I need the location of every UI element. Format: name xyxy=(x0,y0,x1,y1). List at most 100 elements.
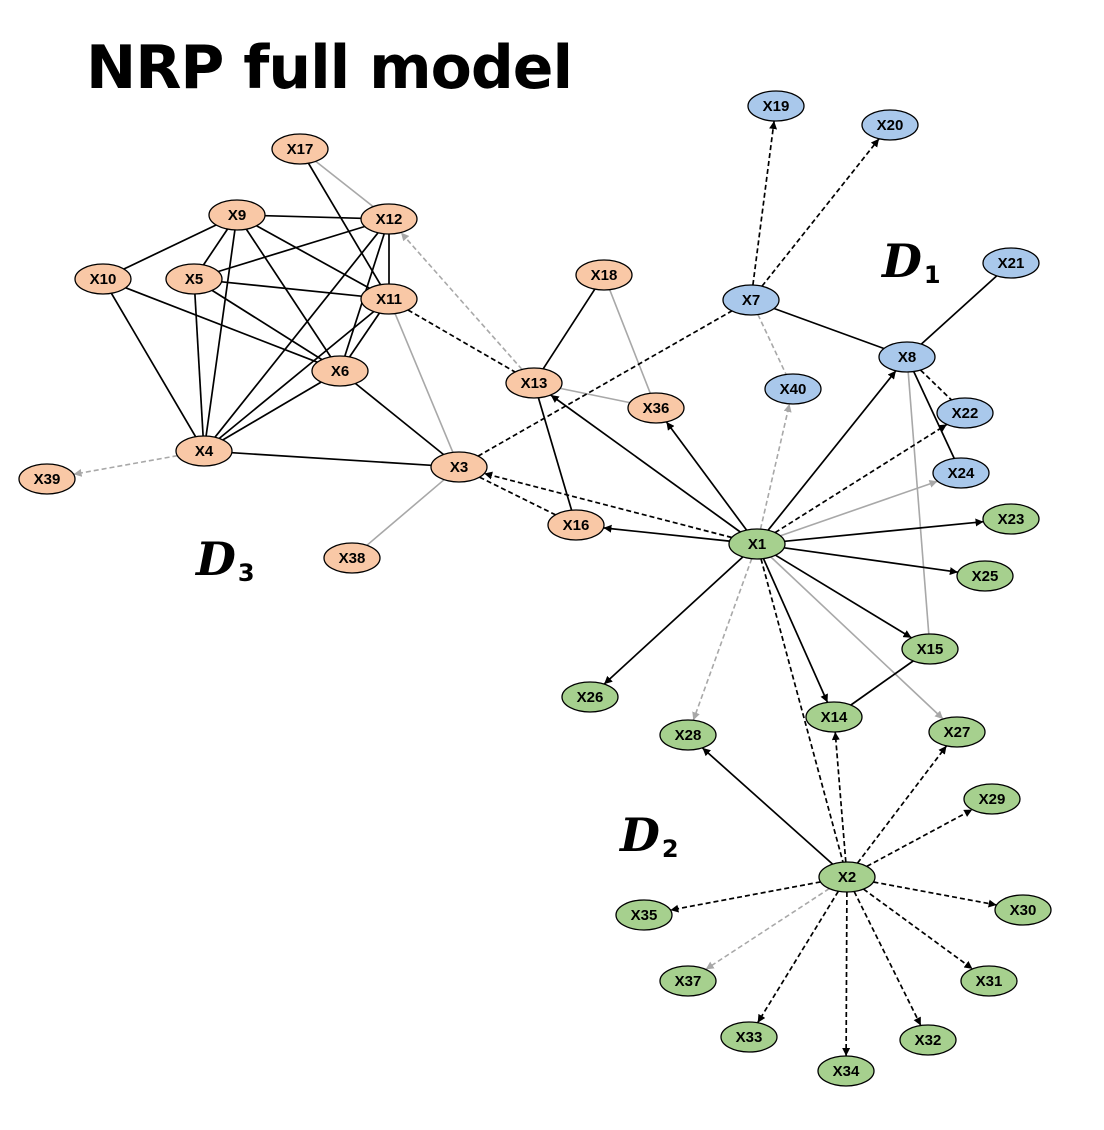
edge-x4-x3 xyxy=(231,451,432,467)
edge-x1-x14 xyxy=(762,558,829,703)
edge-x8-x22 xyxy=(920,369,952,401)
node-x13: X13 xyxy=(505,367,563,399)
edge-x1-x36 xyxy=(665,421,748,531)
node-x14: X14 xyxy=(805,701,863,733)
node-ellipse xyxy=(956,560,1014,592)
node-label: X21 xyxy=(998,255,1025,272)
node-ellipse xyxy=(818,861,876,893)
edge-x1-x15 xyxy=(775,554,912,639)
node-ellipse xyxy=(899,1024,957,1056)
edge-x9-x12 xyxy=(264,214,362,220)
node-label: X8 xyxy=(898,349,916,366)
edge-x3-x38 xyxy=(366,479,445,546)
edge-x18-x36 xyxy=(608,289,652,394)
node-ellipse xyxy=(208,199,266,231)
edge-x1-x2 xyxy=(760,558,844,863)
edge-x9-x5 xyxy=(202,228,229,266)
node-ellipse xyxy=(323,542,381,574)
edge-x8-x24 xyxy=(913,371,955,459)
edge-x5-x11 xyxy=(221,280,362,298)
node-label: X26 xyxy=(577,689,604,706)
edge-x1-x24 xyxy=(780,480,938,537)
node-ellipse xyxy=(728,528,786,560)
node-x39: X39 xyxy=(18,463,76,495)
node-ellipse xyxy=(963,783,1021,815)
edge-x10-x6 xyxy=(125,287,318,363)
node-x3: X3 xyxy=(430,451,488,483)
node-label: X5 xyxy=(185,271,203,288)
edge-x2-x27 xyxy=(856,745,948,864)
node-x19: X19 xyxy=(747,90,805,122)
domain-subscript: 1 xyxy=(923,261,941,289)
node-x17: X17 xyxy=(271,133,329,165)
edge-x11-x13 xyxy=(407,309,516,373)
edge-x7-x20 xyxy=(761,138,880,287)
node-label: X23 xyxy=(998,511,1025,528)
node-label: X32 xyxy=(915,1032,942,1049)
edge-x11-x6 xyxy=(348,312,381,358)
edge-x1-x25 xyxy=(783,546,959,576)
node-x33: X33 xyxy=(720,1021,778,1053)
edge-x1-x27 xyxy=(770,556,944,720)
node-label: X9 xyxy=(228,207,246,224)
node-ellipse xyxy=(430,451,488,483)
node-ellipse xyxy=(722,284,780,316)
node-label: X24 xyxy=(948,465,975,482)
node-x26: X26 xyxy=(561,681,619,713)
node-x38: X38 xyxy=(323,542,381,574)
domain-label-d2: D2 xyxy=(620,812,679,861)
node-ellipse xyxy=(817,1055,875,1087)
edge-x2-x34 xyxy=(842,891,851,1057)
node-ellipse xyxy=(311,355,369,387)
node-label: X13 xyxy=(521,375,548,392)
node-x36: X36 xyxy=(627,392,685,424)
node-ellipse xyxy=(936,397,994,429)
node-label: X27 xyxy=(944,724,971,741)
edge-x1-x8 xyxy=(767,370,897,531)
node-label: X1 xyxy=(748,536,766,553)
edge-x9-x6 xyxy=(245,228,332,358)
node-ellipse xyxy=(861,109,919,141)
node-x4: X4 xyxy=(175,435,233,467)
node-label: X25 xyxy=(972,568,999,585)
node-label: X39 xyxy=(34,471,61,488)
edge-x5-x12 xyxy=(218,225,365,273)
edge-x7-x8 xyxy=(773,307,885,350)
node-label: X12 xyxy=(376,211,403,228)
node-label: X38 xyxy=(339,550,366,567)
node-ellipse xyxy=(982,503,1040,535)
edge-x2-x14 xyxy=(831,731,847,863)
node-ellipse xyxy=(627,392,685,424)
node-x25: X25 xyxy=(956,560,1014,592)
node-ellipse xyxy=(271,133,329,165)
node-x6: X6 xyxy=(311,355,369,387)
node-ellipse xyxy=(878,341,936,373)
node-label: X17 xyxy=(287,141,314,158)
edge-x1-x26 xyxy=(603,556,744,685)
node-label: X31 xyxy=(976,973,1003,990)
edge-x15-x14 xyxy=(850,660,914,706)
node-ellipse xyxy=(74,263,132,295)
edge-x7-x40 xyxy=(757,314,787,375)
edge-x13-x36 xyxy=(560,387,630,404)
node-label: X6 xyxy=(331,363,349,380)
node-label: X18 xyxy=(591,267,618,284)
node-x16: X16 xyxy=(547,509,605,541)
edge-x9-x4 xyxy=(205,229,236,437)
node-label: X15 xyxy=(917,641,944,658)
edge-layer xyxy=(73,120,998,1057)
node-label: X4 xyxy=(195,443,214,460)
edge-x5-x6 xyxy=(211,289,323,361)
node-label: X35 xyxy=(631,907,658,924)
node-label: X36 xyxy=(643,400,670,417)
node-label: X40 xyxy=(780,381,807,398)
domain-letter: D xyxy=(620,808,660,862)
edge-x1-x23 xyxy=(784,518,984,543)
edge-x2-x29 xyxy=(866,808,973,868)
edge-x17-x12 xyxy=(315,160,374,208)
domain-subscript: 2 xyxy=(661,835,679,863)
node-x9: X9 xyxy=(208,199,266,231)
node-x35: X35 xyxy=(615,899,673,931)
